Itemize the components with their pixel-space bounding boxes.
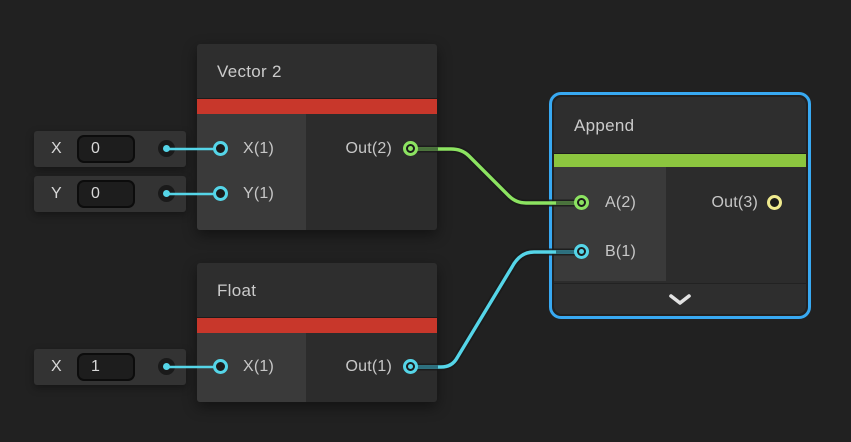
chevron-down-icon (669, 293, 691, 305)
field-label: Y (51, 185, 62, 202)
node-vector2-accent-bar (197, 99, 437, 114)
port-vector2-out-output[interactable] (403, 141, 418, 156)
port-append-a-input[interactable] (574, 195, 589, 210)
vector2-x-field-group: X (34, 131, 186, 167)
vector2-x-value-input[interactable] (77, 135, 135, 163)
output-port-label: Out(1) (345, 358, 392, 375)
input-port-label: X(1) (243, 358, 275, 375)
node-append-collapse-button[interactable] (554, 283, 806, 314)
node-vector2-input-column (197, 114, 306, 230)
input-port-label: Y(1) (243, 185, 275, 202)
field-label: X (51, 140, 62, 157)
node-vector2-body (197, 114, 437, 230)
node-append-input-column (554, 167, 666, 281)
field-label: X (51, 358, 62, 375)
node-append-body (554, 167, 806, 281)
node-title-text: Float (217, 280, 257, 300)
connector-dot (158, 140, 175, 157)
connector-dot (158, 185, 175, 202)
port-append-out-output[interactable] (767, 195, 782, 210)
node-float-title: Float (197, 263, 437, 318)
input-port-label: A(2) (605, 194, 637, 211)
vector2-y-value-input[interactable] (77, 180, 135, 208)
node-vector2[interactable]: Vector 2 X(1) Y(1) Out(2) (197, 44, 437, 230)
connector-dot-inner (163, 363, 170, 370)
input-port-label: X(1) (243, 140, 275, 157)
float-x-value-input[interactable] (77, 353, 135, 381)
input-port-label: B(1) (605, 243, 637, 260)
port-float-out-output[interactable] (403, 359, 418, 374)
node-float[interactable]: Float X(1) Out(1) (197, 263, 437, 402)
float-x-field-group: X (34, 349, 186, 385)
output-port-label: Out(2) (345, 140, 392, 157)
port-vector2-x-input[interactable] (213, 141, 228, 156)
port-vector2-y-input[interactable] (213, 186, 228, 201)
port-append-b-input[interactable] (574, 244, 589, 259)
vector2-y-field-group: Y (34, 176, 186, 212)
node-append-title: Append (554, 97, 806, 154)
node-title-text: Vector 2 (217, 61, 282, 81)
node-float-accent-bar (197, 318, 437, 333)
node-float-body (197, 333, 437, 402)
node-append-accent-bar (554, 154, 806, 167)
port-float-x-input[interactable] (213, 359, 228, 374)
connector-dot (158, 358, 175, 375)
node-vector2-title: Vector 2 (197, 44, 437, 99)
output-port-label: Out(3) (711, 194, 758, 211)
connector-dot-inner (163, 145, 170, 152)
connector-dot-inner (163, 190, 170, 197)
node-title-text: Append (574, 115, 635, 135)
